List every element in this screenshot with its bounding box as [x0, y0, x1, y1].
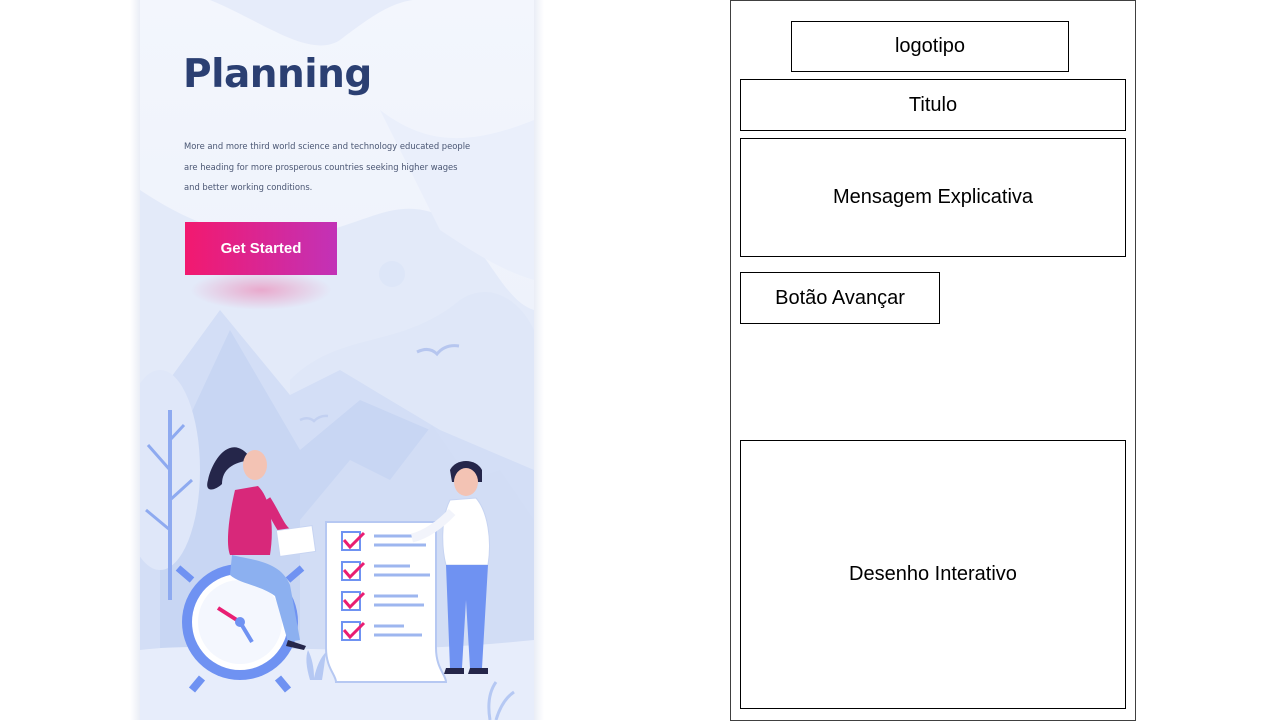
- wireframe-title-box: Titulo: [740, 79, 1126, 131]
- phone-shadow-left: [130, 0, 140, 720]
- page-title: Planning: [183, 52, 372, 97]
- wireframe-message-box: Mensagem Explicativa: [740, 138, 1126, 257]
- wireframe-drawing-box: Desenho Interativo: [740, 440, 1126, 709]
- phone-shadow-right: [534, 0, 544, 720]
- wireframe-logo-box: logotipo: [791, 21, 1069, 72]
- wireframe-logo-label: logotipo: [894, 35, 966, 57]
- app-mockup-screen: Planning More and more third world scien…: [140, 0, 534, 720]
- get-started-button[interactable]: Get Started: [185, 222, 337, 275]
- wireframe-title-label: Titulo: [908, 93, 958, 116]
- planning-illustration: [140, 0, 534, 720]
- wireframe-next-button-box: Botão Avançar: [740, 272, 940, 324]
- wireframe-next-button-label: Botão Avançar: [775, 286, 905, 309]
- page-description: More and more third world science and te…: [184, 141, 471, 192]
- button-glow: [190, 270, 332, 310]
- wireframe-message-label: Mensagem Explicativa: [832, 186, 1034, 208]
- wireframe-drawing-label: Desenho Interativo: [849, 563, 1017, 585]
